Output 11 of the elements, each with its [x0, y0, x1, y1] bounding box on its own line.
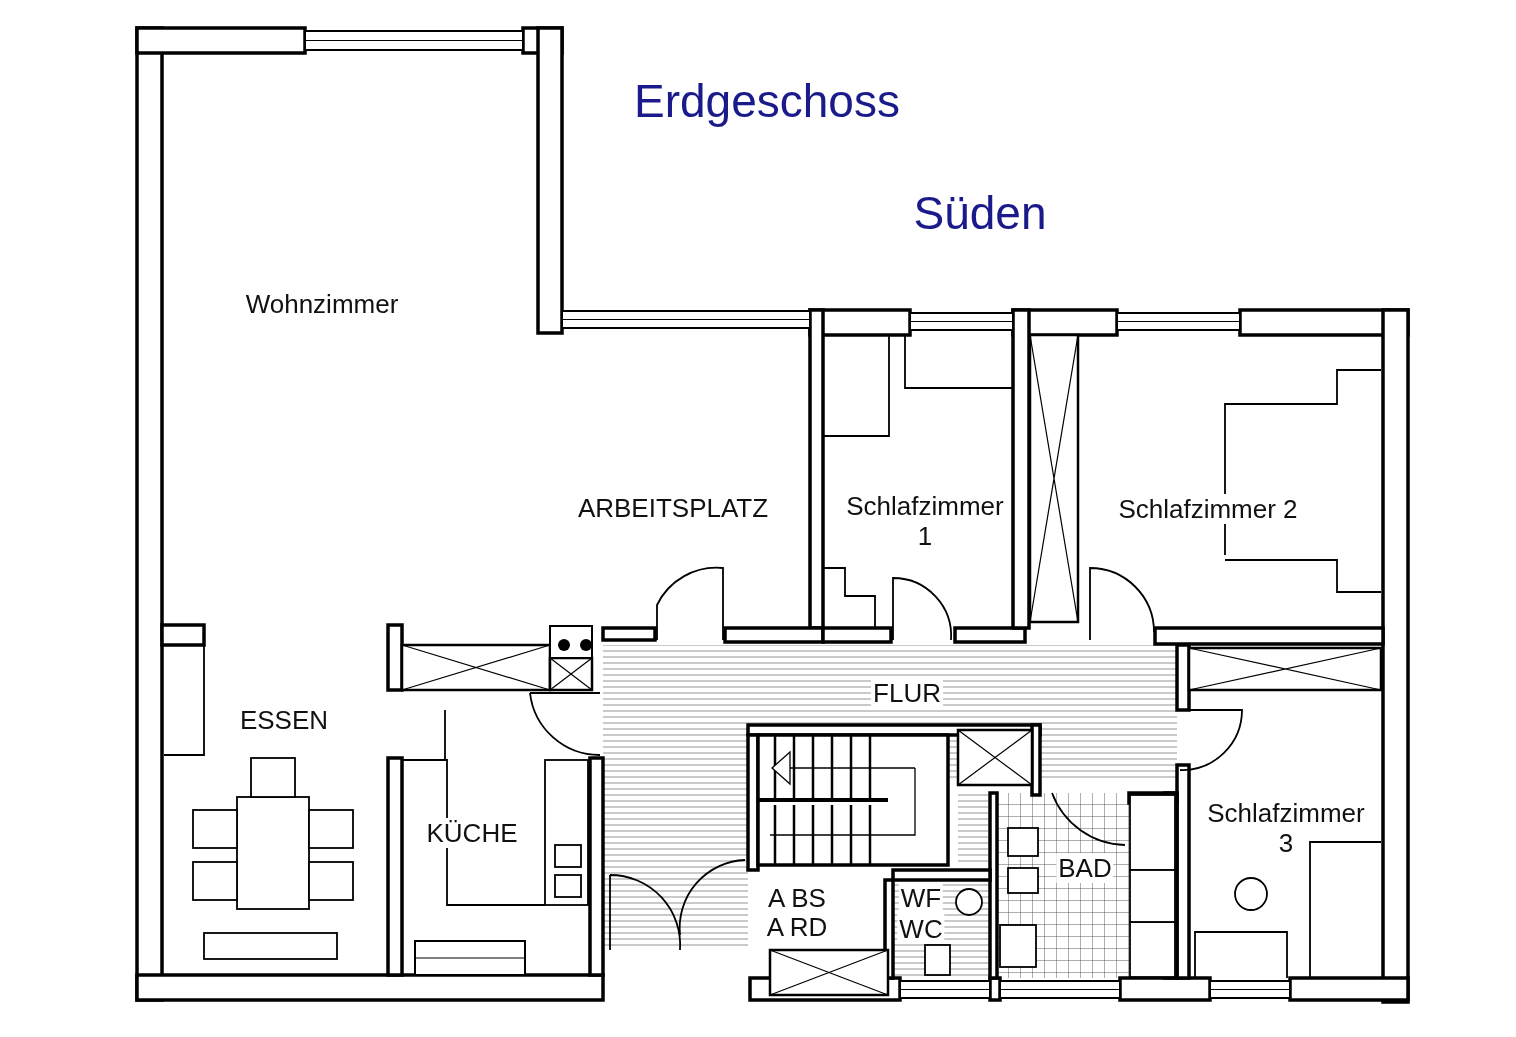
room-label: BAD	[1056, 853, 1114, 883]
title: Erdgeschoss	[634, 75, 900, 127]
room-label: Schlafzimmer 2	[1116, 494, 1300, 524]
room-label: Schlafzimmer 1	[845, 491, 1005, 551]
room-label: ESSEN	[239, 705, 329, 735]
room-label: Schlafzimmer 3	[1206, 798, 1366, 858]
room-label: ARBEITSPLATZ	[577, 493, 769, 523]
room-label: WF	[898, 883, 944, 913]
compass-label: Süden	[913, 187, 1047, 239]
room-label: FLUR	[871, 678, 943, 708]
room-label: Wohnzimmer	[245, 289, 399, 319]
